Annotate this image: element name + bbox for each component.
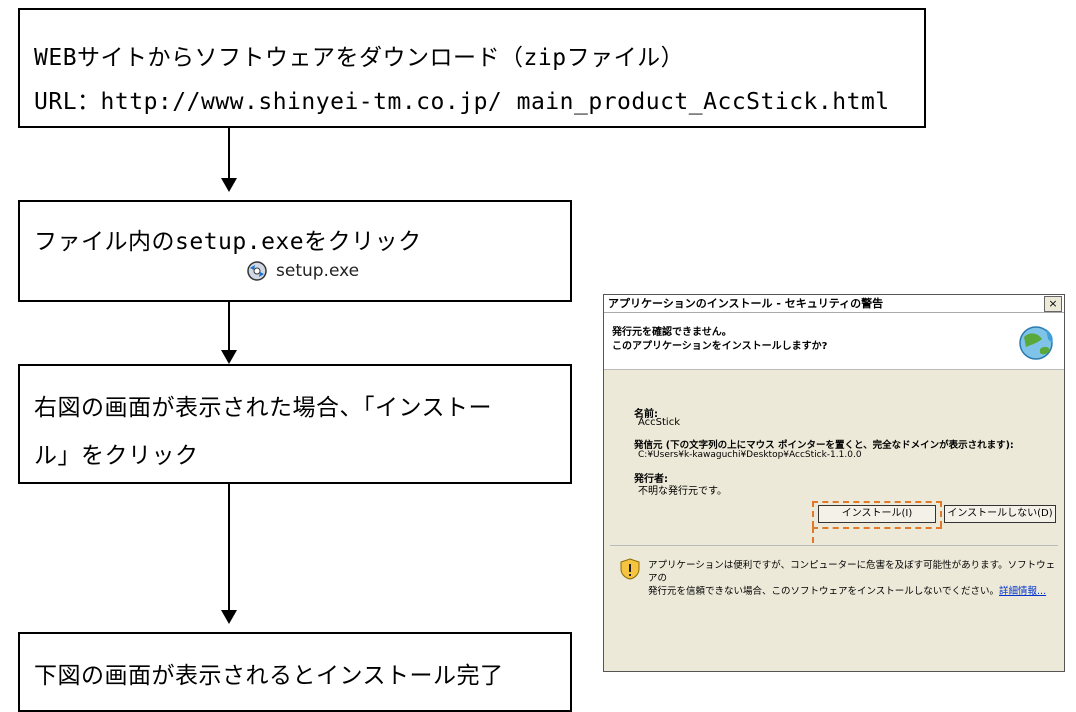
- install-highlight-bottom: [812, 527, 942, 529]
- step3-box: 右図の画面が表示された場合、「インストー ル」をクリック: [18, 364, 572, 484]
- step4-box: 下図の画面が表示されるとインストール完了: [18, 632, 572, 712]
- from-label: 発信元 (下の文字列の上にマウス ポインターを置くと、完全なドメインが表示されま…: [634, 440, 1014, 451]
- from-value: C:¥Users¥k-kawaguchi¥Desktop¥AccStick-1.…: [638, 450, 862, 460]
- dialog-header-line2: このアプリケーションをインストールしますか?: [612, 341, 828, 352]
- dialog-title: アプリケーションのインストール - セキュリティの警告: [604, 295, 1064, 313]
- more-info-link[interactable]: 詳細情報...: [999, 586, 1047, 597]
- name-label: 名前:: [634, 409, 658, 420]
- step4-line1: 下図の画面が表示されるとインストール完了: [34, 663, 504, 689]
- dialog-close-button[interactable]: ×: [1044, 296, 1062, 312]
- shield-warning-icon: [620, 558, 640, 580]
- dont-install-button[interactable]: インストールしない(D): [944, 505, 1056, 523]
- warning-text: アプリケーションは便利ですが、コンピューターに危害を及ぼす可能性があります。ソフ…: [648, 559, 1058, 598]
- step1-box: WEBサイトからソフトウェアをダウンロード（zipファイル） URL：http:…: [18, 8, 926, 128]
- warning-line1: アプリケーションは便利ですが、コンピューターに危害を及ぼす可能性があります。ソフ…: [648, 560, 1056, 584]
- install-highlight-top: [812, 501, 942, 503]
- dialog-header: 発行元を確認できません。 このアプリケーションをインストールしますか?: [604, 313, 1064, 370]
- arrow2-shaft: [228, 302, 230, 350]
- install-highlight-tail: [812, 527, 814, 543]
- step3-line2: ル」をクリック: [34, 443, 199, 469]
- arrow2-head: [221, 350, 237, 364]
- setup-disc-icon: [247, 261, 267, 281]
- arrow1-shaft: [228, 128, 230, 178]
- install-button[interactable]: インストール(I): [818, 505, 936, 523]
- setup-file[interactable]: setup.exe: [246, 260, 359, 282]
- step2-line1: ファイル内のsetup.exeをクリック: [34, 229, 422, 255]
- arrow3-head: [221, 610, 237, 624]
- publisher-value: 不明な発行元です。: [638, 486, 727, 497]
- install-highlight-left: [812, 501, 814, 527]
- setup-file-label: setup.exe: [276, 261, 360, 281]
- warning-line2-row: 発行元を信頼できない場合、このソフトウェアをインストールしないでください。詳細情…: [648, 585, 1058, 598]
- step2-box: ファイル内のsetup.exeをクリック setup.exe: [18, 200, 572, 302]
- globe-icon: [1019, 326, 1053, 360]
- step3-line1: 右図の画面が表示された場合、「インストー: [34, 395, 493, 421]
- dialog-header-line1: 発行元を確認できません。: [612, 327, 732, 338]
- arrow3-shaft: [228, 484, 230, 610]
- arrow1-head: [221, 178, 237, 192]
- dialog-separator: [610, 545, 1058, 546]
- publisher-label: 発行者:: [634, 474, 668, 485]
- step1-url: URL：http://www.shinyei-tm.co.jp/ main_pr…: [34, 89, 890, 115]
- security-warning-dialog: アプリケーションのインストール - セキュリティの警告 × 発行元を確認できませ…: [603, 294, 1065, 672]
- install-highlight-right: [940, 501, 942, 527]
- step1-line1: WEBサイトからソフトウェアをダウンロード（zipファイル）: [34, 45, 685, 71]
- name-value: AccStick: [638, 417, 680, 428]
- warning-line2: 発行元を信頼できない場合、このソフトウェアをインストールしないでください。: [648, 586, 1000, 597]
